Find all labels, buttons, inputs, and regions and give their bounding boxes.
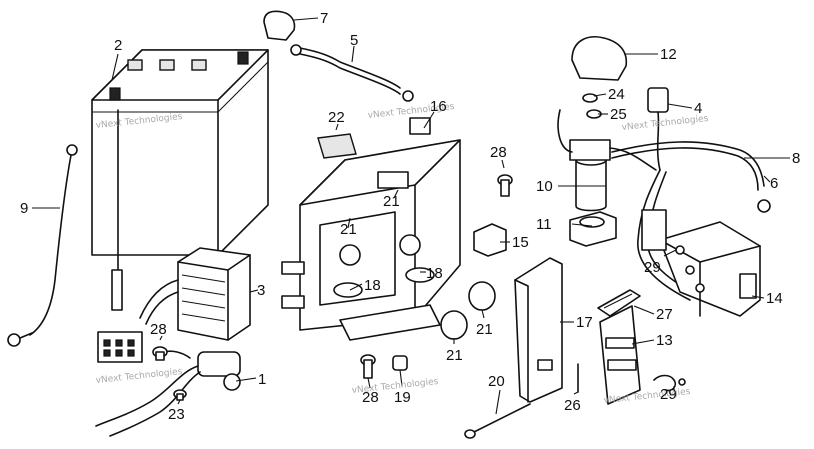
callout-21: 21 [383,193,400,210]
callout-13: 13 [656,332,673,349]
fuse-box [641,209,761,317]
fuse-clip [599,305,641,405]
callout-8: 8 [792,150,800,167]
relay-cover [571,36,628,81]
callout-3: 3 [257,282,265,299]
callout-20: 20 [488,373,505,390]
callout-21: 21 [476,321,493,338]
callout-1: 1 [258,371,266,388]
callout-21: 21 [340,221,357,238]
callout-29: 29 [644,259,661,276]
mounting-plate [514,257,563,403]
callout-11: 11 [536,216,552,233]
relay-holder [569,211,617,247]
callouts: 1 2 3 4 5 6 7 8 9 10 11 12 13 14 15 16 1… [20,10,800,423]
clip-19 [392,355,408,371]
leader-lines [32,17,790,415]
regulator-rectifier [97,247,251,363]
callout-6: 6 [770,175,778,192]
bracket-clip [473,223,507,257]
callout-14: 14 [766,290,783,307]
fuse-cover [597,289,641,317]
callout-27: 27 [656,306,673,323]
callout-4: 4 [694,100,702,117]
cushion-21-b [468,281,496,311]
callout-9: 9 [20,200,28,217]
bolt-28-upper [497,174,513,197]
callout-19: 19 [394,389,411,406]
starter-relay [557,109,657,212]
callout-12: 12 [660,46,677,63]
callout-28: 28 [150,321,167,338]
cushion-21-a [440,310,468,340]
ground-cable [7,144,78,347]
battery [91,49,269,311]
callout-16: 16 [430,98,447,115]
callout-17: 17 [576,314,593,331]
callout-15: 15 [512,234,529,251]
callout-10: 10 [536,178,553,195]
battery-box [281,117,461,341]
callout-23: 23 [168,406,185,423]
callout-22: 22 [328,109,345,126]
bolt-28-left [152,346,168,361]
terminal-cap [263,10,296,41]
callout-26: 26 [564,397,581,414]
callout-28: 28 [362,389,379,406]
callout-18: 18 [426,265,443,282]
watermark-text: vNext Technologies [95,367,183,386]
callout-24: 24 [608,86,625,103]
callout-2: 2 [114,37,122,54]
callout-5: 5 [350,32,358,49]
callout-29: 29 [660,386,677,403]
callout-25: 25 [610,106,627,123]
nut-24 [582,93,598,103]
long-bolt [464,403,531,439]
callout-18: 18 [364,277,381,294]
connector-4 [647,87,669,171]
bolt-28-center [360,354,376,379]
callout-7: 7 [320,10,328,27]
fuse-holder [95,350,241,437]
callout-21: 21 [446,347,463,364]
label-sticker [317,133,357,159]
starter-cable [290,44,414,102]
terminal-29 [653,374,686,392]
callout-28: 28 [490,144,507,161]
